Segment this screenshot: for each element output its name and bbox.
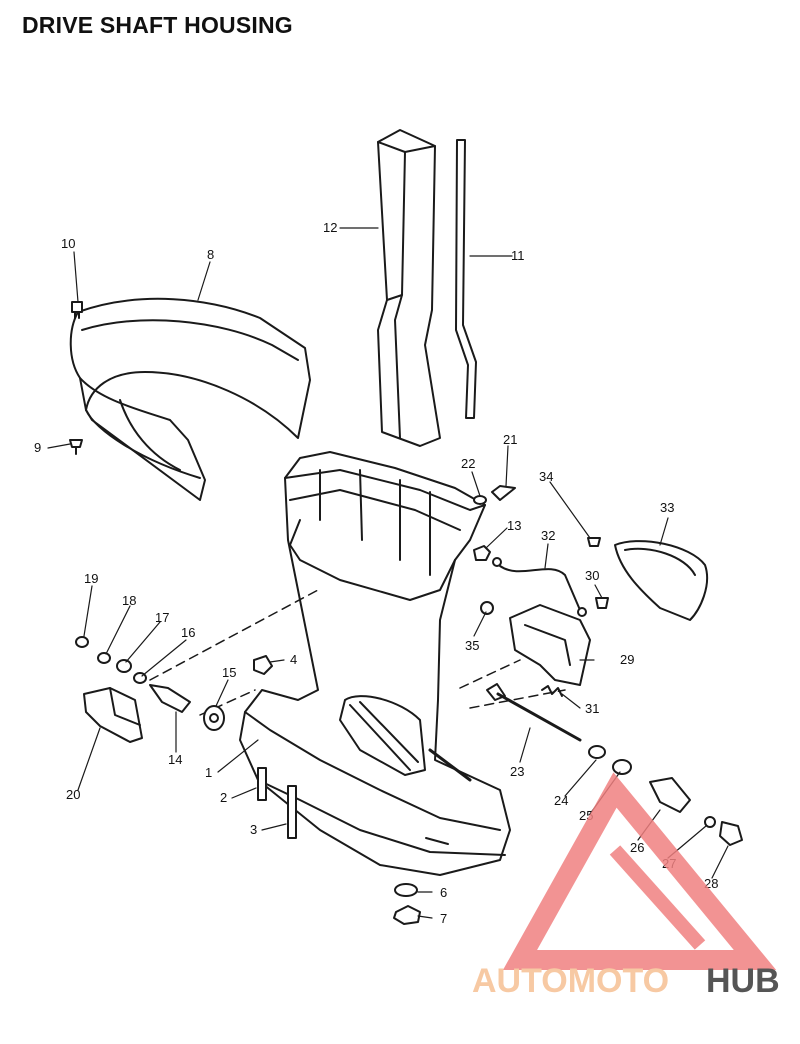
callout-8: 8 <box>207 247 214 262</box>
callout-26: 26 <box>630 840 644 855</box>
part-18-washer <box>97 652 111 664</box>
watermark-brand-part2: HUB <box>706 962 780 1000</box>
part-24-washer <box>588 745 606 759</box>
watermark-logo: AUTOMOTO HUB <box>472 772 780 1000</box>
callout-7: 7 <box>440 911 447 926</box>
callout-6: 6 <box>440 885 447 900</box>
part-35-fitting <box>480 601 494 615</box>
callout-11: 11 <box>511 248 525 263</box>
callout-14: 14 <box>168 752 182 767</box>
callout-35: 35 <box>465 638 479 653</box>
part-8-cover <box>69 297 311 501</box>
part-22-washer <box>473 495 487 505</box>
part-28-cap <box>719 821 743 846</box>
part-21-screw <box>491 485 516 501</box>
part-15-grommet <box>203 705 225 731</box>
callout-10: 10 <box>61 236 75 251</box>
callout-3: 3 <box>250 822 257 837</box>
callout-29: 29 <box>620 652 634 667</box>
part-10-screw <box>71 301 83 319</box>
part-4-plug <box>253 655 273 675</box>
callout-1: 1 <box>205 765 212 780</box>
part-27-washer <box>704 816 716 828</box>
callout-33: 33 <box>660 500 674 515</box>
part-20-connector <box>83 687 143 743</box>
part-33-side-plate <box>614 540 709 621</box>
part-23-bolt <box>486 683 582 742</box>
diagram-title: DRIVE SHAFT HOUSING <box>22 12 293 38</box>
part-13-nut <box>473 545 491 561</box>
part-25-washer <box>612 759 632 775</box>
part-19-nut <box>75 636 89 648</box>
alignment-lines <box>149 589 566 716</box>
part-14-fitting <box>149 684 191 713</box>
watermark-brand-part1: AUTOMOTO <box>472 962 669 1000</box>
part-7-nut <box>393 905 421 925</box>
part-1-housing <box>239 451 511 876</box>
part-26-anode <box>649 777 691 813</box>
part-30-screw <box>595 597 609 609</box>
part-11-water-tube <box>455 139 477 419</box>
callout-21: 21 <box>503 432 517 447</box>
watermark-triangle <box>502 772 777 970</box>
callout-34: 34 <box>539 469 553 484</box>
callout-32: 32 <box>541 528 555 543</box>
part-12-shaft-tube <box>377 129 441 447</box>
part-2-stud <box>257 767 267 801</box>
callout-12: 12 <box>323 220 337 235</box>
callout-23: 23 <box>510 764 524 779</box>
part-6-washer <box>394 883 418 897</box>
callout-13: 13 <box>507 518 521 533</box>
part-17-nut <box>116 659 132 673</box>
part-32-wire <box>492 557 587 617</box>
part-31-spring <box>541 685 563 697</box>
callout-18: 18 <box>122 593 136 608</box>
part-34-screw <box>587 537 601 547</box>
callout-19: 19 <box>84 571 98 586</box>
callout-31: 31 <box>585 701 599 716</box>
callout-16: 16 <box>181 625 195 640</box>
part-3-stud <box>287 785 297 839</box>
part-9-screw <box>69 439 83 455</box>
callout-20: 20 <box>66 787 80 802</box>
callout-24: 24 <box>554 793 568 808</box>
callout-2: 2 <box>220 790 227 805</box>
callout-9: 9 <box>34 440 41 455</box>
callout-17: 17 <box>155 610 169 625</box>
part-29-plate <box>509 604 591 686</box>
callout-4: 4 <box>290 652 297 667</box>
callout-15: 15 <box>222 665 236 680</box>
callout-22: 22 <box>461 456 475 471</box>
callout-30: 30 <box>585 568 599 583</box>
